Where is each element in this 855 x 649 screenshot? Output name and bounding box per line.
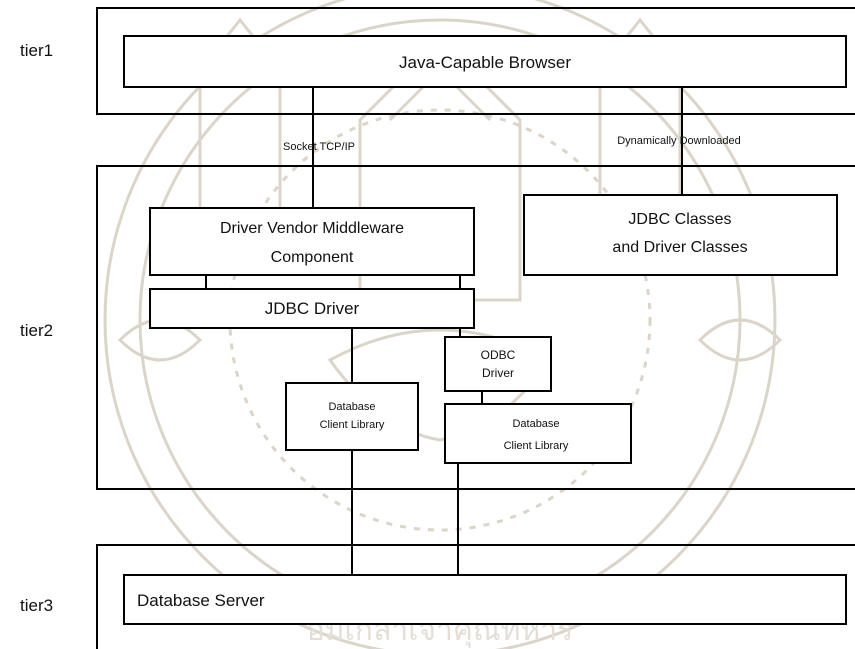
tier3-label: tier3 <box>20 596 53 615</box>
dynamically-downloaded-label: Dynamically Downloaded <box>617 135 741 147</box>
client-library-right-label-line1: Database <box>512 418 559 430</box>
jdbc-classes-box <box>523 194 838 276</box>
middleware-label-line1: Driver Vendor Middleware <box>220 220 404 237</box>
java-capable-browser-box <box>123 35 847 88</box>
java-capable-browser-label: Java-Capable Browser <box>399 53 571 72</box>
database-client-library-right-box <box>444 403 632 464</box>
middleware-label-line2: Component <box>271 249 354 266</box>
database-server-box <box>123 574 847 625</box>
jdbc-classes-label-line2: and Driver Classes <box>612 239 747 256</box>
tier1-frame <box>96 7 855 115</box>
jdbc-driver-label: JDBC Driver <box>265 299 360 318</box>
jdbc-classes-label-line1: JDBC Classes <box>628 211 731 228</box>
client-library-left-label-line2: Client Library <box>320 419 385 431</box>
tier1-label: tier1 <box>20 41 53 60</box>
middleware-component-box <box>149 207 475 276</box>
tier2-frame <box>96 165 855 490</box>
odbc-driver-box <box>444 336 552 392</box>
socket-tcpip-label: Socket TCP/IP <box>283 141 355 153</box>
tier2-label: tier2 <box>20 321 53 340</box>
tier3-frame <box>96 544 855 649</box>
jdbc-driver-box <box>149 288 475 329</box>
client-library-left-label-line1: Database <box>328 401 375 413</box>
odbc-driver-label-line1: ODBC <box>481 348 516 362</box>
client-library-right-label-line2: Client Library <box>504 440 569 452</box>
database-client-library-left-box <box>285 382 419 451</box>
database-server-label: Database Server <box>137 591 265 610</box>
odbc-driver-label-line2: Driver <box>482 366 514 380</box>
